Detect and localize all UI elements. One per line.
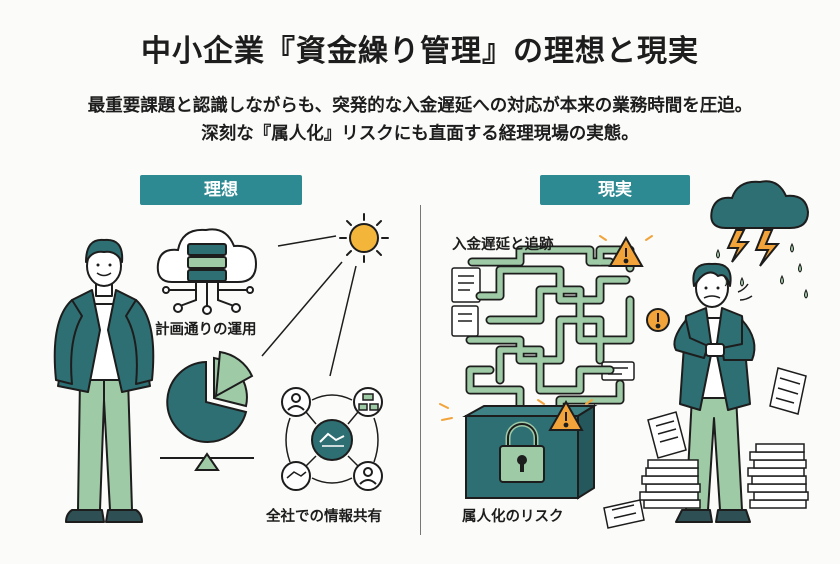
maze-caption: 入金遅延と追跡	[452, 237, 554, 253]
subtitle-line-2: 深刻な『属人化』リスクにも直面する経理現場の実態。	[201, 124, 639, 144]
padlock-icon	[499, 421, 545, 483]
sun-icon	[339, 213, 389, 263]
cloud-caption: 計画通りの運用	[155, 322, 257, 338]
box-caption: 属人化のリスク	[462, 509, 564, 525]
payment-maze	[465, 245, 635, 415]
cloud-server-icon	[156, 228, 258, 315]
share-caption: 全社での情報共有	[266, 509, 382, 525]
stress-lines	[737, 283, 753, 301]
confident-businessman	[53, 238, 155, 523]
page-title: 中小企業『資金繰り管理』の理想と現実	[141, 34, 699, 69]
subtitle-line-1: 最重要課題と認識しながらも、突発的な入金遅延への対応が本来の業務時間を圧迫。	[87, 96, 753, 116]
sun-rays	[261, 235, 357, 377]
warning-icon	[548, 235, 670, 431]
warning-sparks	[439, 235, 653, 421]
section-divider	[420, 205, 421, 535]
storm-cloud-icon	[710, 180, 810, 267]
pie-chart-icon	[160, 350, 254, 471]
ideal-badge: 理想	[140, 175, 302, 205]
stressed-businessman	[673, 262, 756, 523]
info-share-network	[281, 387, 383, 491]
paper-stack-icon	[603, 367, 809, 529]
reality-badge: 現実	[540, 175, 690, 205]
